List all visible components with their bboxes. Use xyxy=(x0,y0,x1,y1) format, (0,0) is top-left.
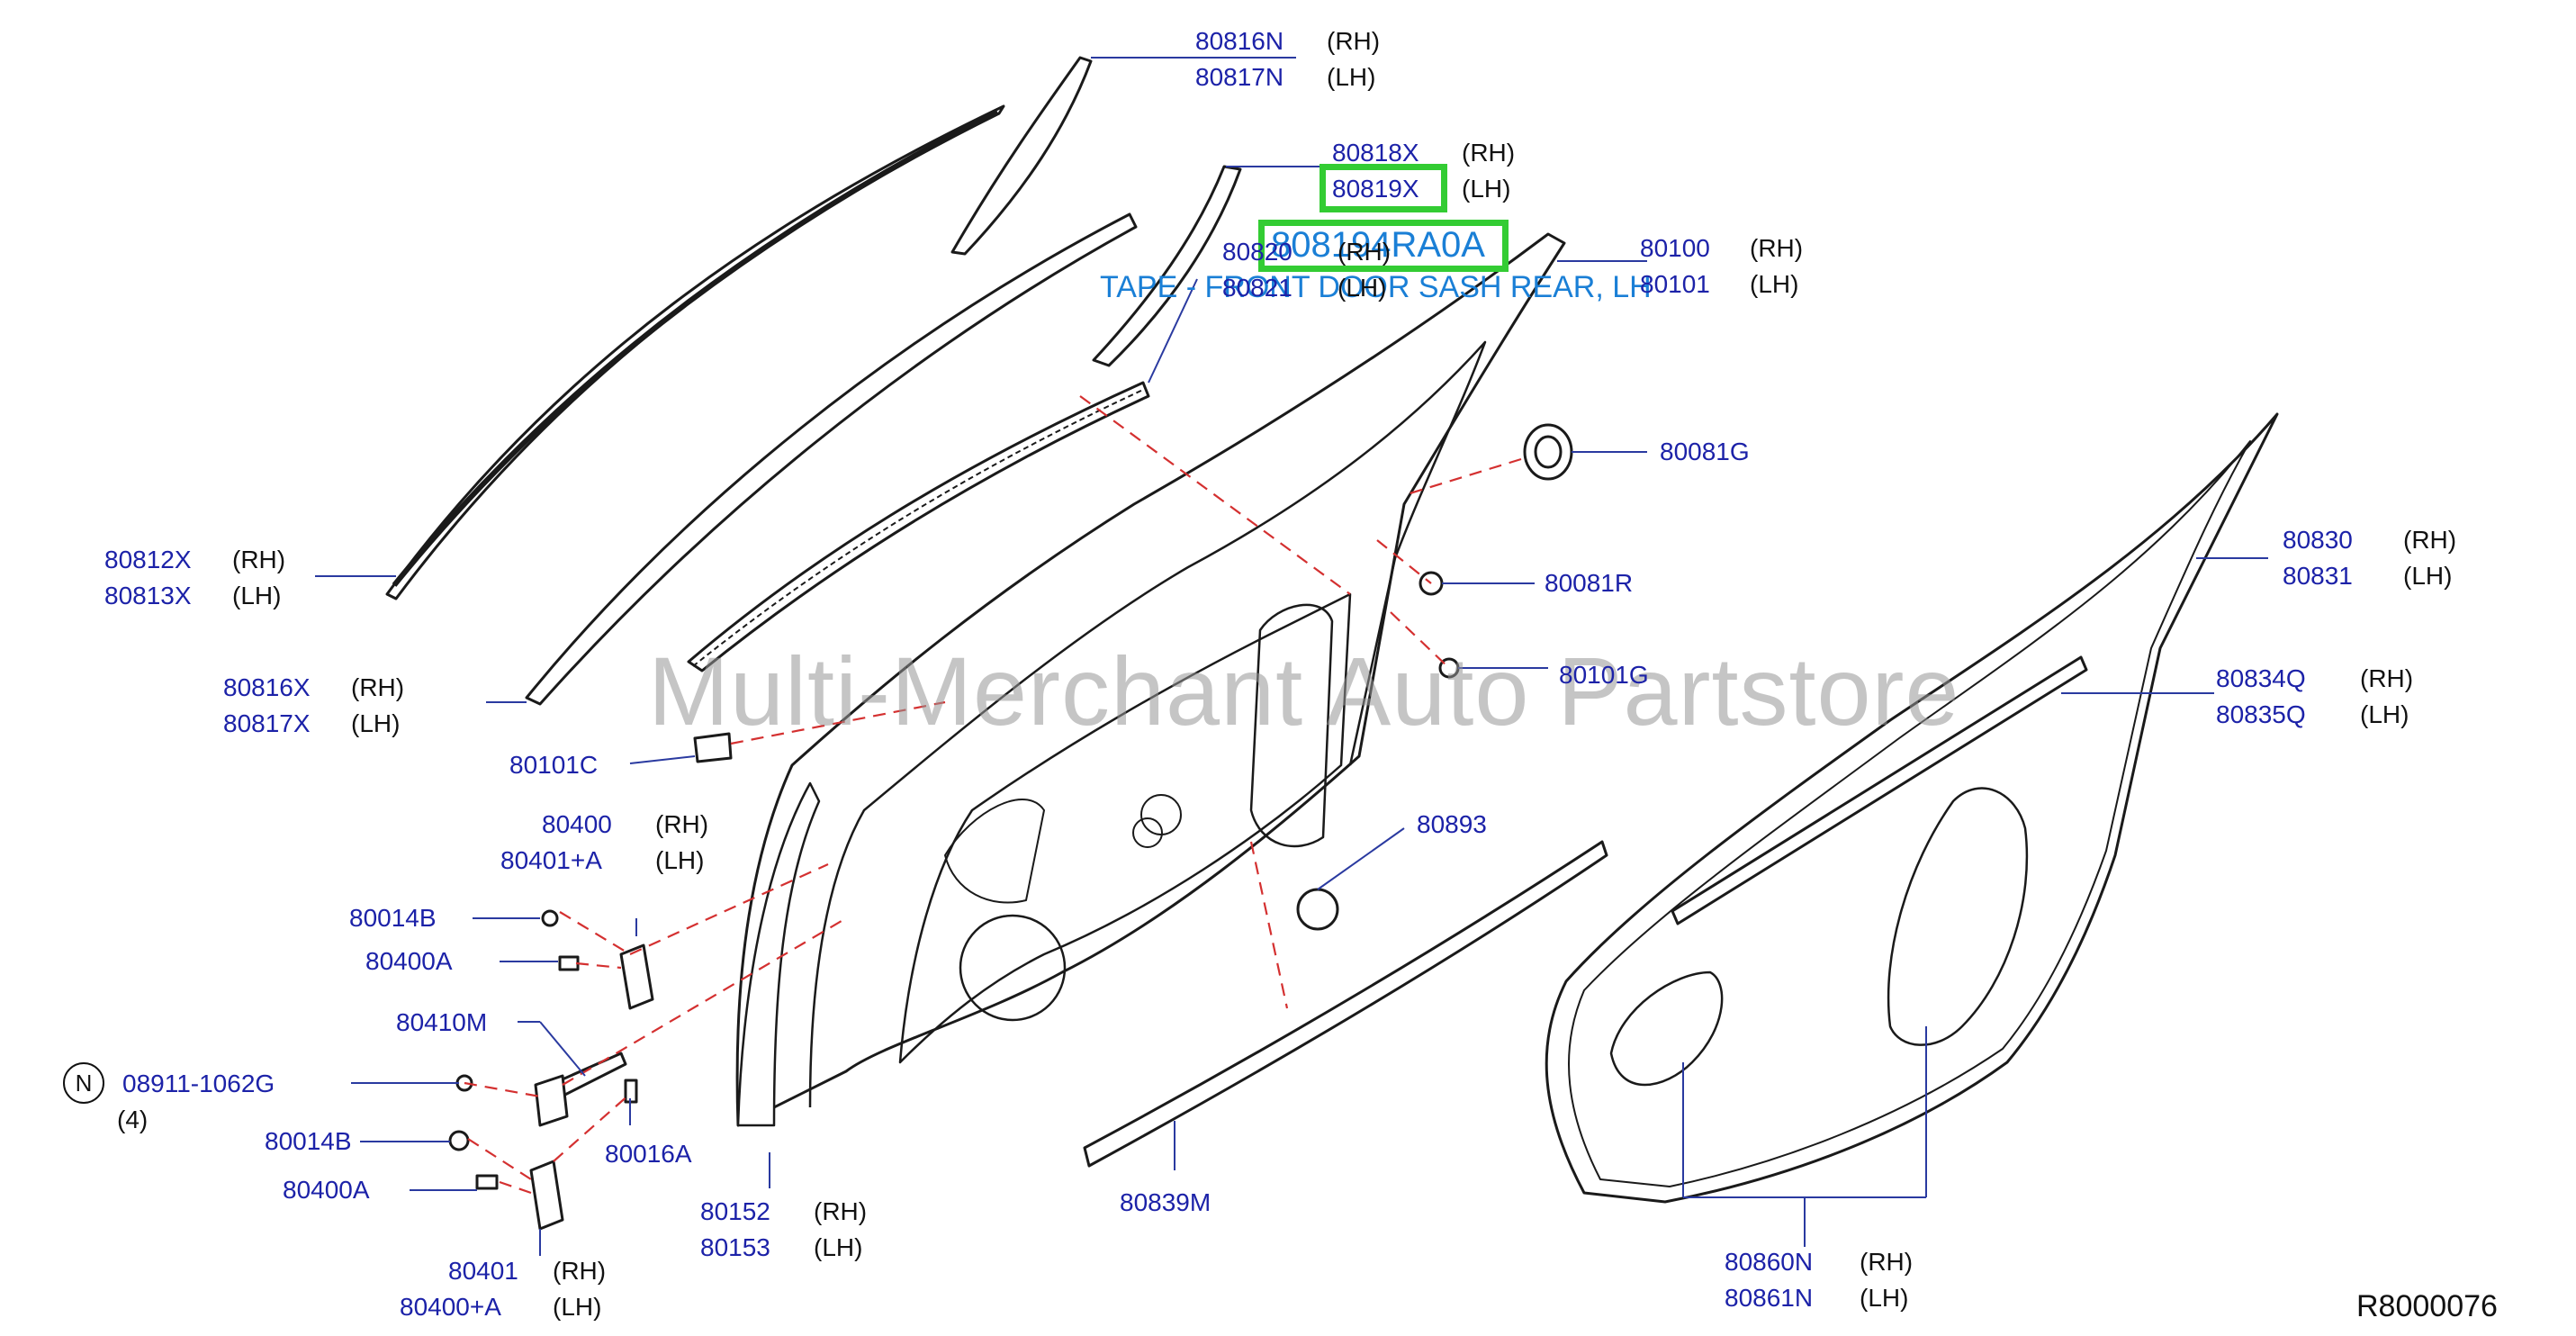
side-lh: (LH) xyxy=(1462,175,1511,203)
side-lh: (LH) xyxy=(655,846,705,874)
callout-80401a-top[interactable]: 80401+A xyxy=(500,846,602,874)
callout-80152[interactable]: 80152 xyxy=(700,1197,770,1225)
side-rh: (RH) xyxy=(2403,526,2457,554)
side-lh: (LH) xyxy=(1338,274,1387,302)
n-symbol: N xyxy=(63,1062,104,1104)
side-lh: (LH) xyxy=(1860,1284,1909,1312)
side-rh: (RH) xyxy=(232,546,286,573)
side-rh: (RH) xyxy=(1860,1248,1914,1276)
side-rh: (RH) xyxy=(655,810,709,838)
callout-80816x[interactable]: 80816X xyxy=(223,673,311,701)
callout-80860n[interactable]: 80860N xyxy=(1725,1248,1814,1276)
callout-80831[interactable]: 80831 xyxy=(2283,562,2353,590)
door-weatherstrip xyxy=(1545,412,2279,1204)
callout-80153[interactable]: 80153 xyxy=(700,1233,770,1261)
callout-80819x[interactable]: 80819X xyxy=(1332,175,1419,203)
callout-80813x[interactable]: 80813X xyxy=(104,582,192,609)
callout-80081r[interactable]: 80081R xyxy=(1545,569,1634,597)
side-lh: (LH) xyxy=(232,582,282,609)
side-rh: (RH) xyxy=(2360,664,2414,692)
side-lh: (LH) xyxy=(351,709,401,737)
callout-80861n[interactable]: 80861N xyxy=(1725,1284,1814,1312)
side-rh: (RH) xyxy=(1327,27,1381,55)
callout-80818x[interactable]: 80818X xyxy=(1332,139,1419,167)
callout-80101[interactable]: 80101 xyxy=(1640,270,1710,298)
trim-pad-rear xyxy=(1887,787,2029,1046)
callout-80401[interactable]: 80401 xyxy=(448,1257,518,1285)
side-rh: (RH) xyxy=(553,1257,607,1285)
diagram-reference-code: R8000076 xyxy=(2356,1289,2498,1323)
callout-80101c[interactable]: 80101C xyxy=(509,751,599,779)
callout-80812x[interactable]: 80812X xyxy=(104,546,192,573)
highlight-box-part-number xyxy=(1258,220,1509,272)
lower-hinge xyxy=(529,1160,564,1231)
callout-80014b-lower[interactable]: 80014B xyxy=(265,1127,352,1155)
callout-80014b-upper[interactable]: 80014B xyxy=(349,904,437,932)
callout-80100[interactable]: 80100 xyxy=(1640,234,1710,262)
callout-80410m[interactable]: 80410M xyxy=(396,1008,488,1036)
callout-80893[interactable]: 80893 xyxy=(1417,810,1487,838)
lower-sill-strip xyxy=(1083,840,1608,1168)
plug-80893 xyxy=(1296,888,1339,931)
callout-80834q[interactable]: 80834Q xyxy=(2216,664,2306,692)
highlight-box-80819x xyxy=(1320,164,1447,212)
highlight-part-number: 808194RA0A xyxy=(1271,225,1485,265)
upper-hinge xyxy=(619,943,654,1010)
side-lh: (LH) xyxy=(814,1233,863,1261)
outer-sash-molding xyxy=(385,104,1005,600)
callout-80816n[interactable]: 80816N xyxy=(1195,27,1284,55)
callout-80817n[interactable]: 80817N xyxy=(1195,63,1284,91)
side-lh: (LH) xyxy=(1327,63,1376,91)
callout-80839m[interactable]: 80839M xyxy=(1120,1188,1211,1216)
callout-80817x[interactable]: 80817X xyxy=(223,709,311,737)
grommet-80081g xyxy=(1523,423,1573,481)
side-lh: (LH) xyxy=(2403,562,2453,590)
callout-80400a-bottom[interactable]: 80400+A xyxy=(400,1293,501,1321)
side-rh: (RH) xyxy=(814,1197,868,1225)
highlight-description: TAPE - FRONT DOOR SASH REAR, LH xyxy=(1100,270,1652,304)
inner-belt-strip xyxy=(1671,655,2088,925)
callout-80400a-lower[interactable]: 80400A xyxy=(283,1176,370,1204)
callout-80101g[interactable]: 80101G xyxy=(1559,661,1649,689)
side-lh: (LH) xyxy=(1750,270,1799,298)
side-lh: (LH) xyxy=(553,1293,602,1321)
callout-80830[interactable]: 80830 xyxy=(2283,526,2353,554)
thin-vertical-strip xyxy=(1092,165,1242,367)
watermark-text: Multi-Merchant Auto Partstore xyxy=(648,636,1960,745)
upper-corner-molding xyxy=(950,56,1093,256)
side-lh: (LH) xyxy=(2360,700,2409,728)
callout-08911-1062g[interactable]: 08911-1062G xyxy=(122,1070,275,1097)
quantity-label: (4) xyxy=(117,1106,149,1133)
callout-80820[interactable]: 80820 xyxy=(1222,238,1293,266)
callout-80400[interactable]: 80400 xyxy=(542,810,612,838)
side-rh: (RH) xyxy=(1750,234,1804,262)
callout-80400a-upper[interactable]: 80400A xyxy=(365,947,453,975)
callout-80835q[interactable]: 80835Q xyxy=(2216,700,2306,728)
trim-pad-front xyxy=(1609,970,1724,1087)
side-rh: (RH) xyxy=(351,673,405,701)
callout-80821[interactable]: 80821 xyxy=(1222,274,1293,302)
door-clip xyxy=(693,732,733,763)
side-rh: (RH) xyxy=(1462,139,1516,167)
callout-80016a[interactable]: 80016A xyxy=(605,1140,692,1168)
callout-80081g[interactable]: 80081G xyxy=(1660,438,1750,465)
lower-sash-strip xyxy=(525,212,1138,706)
side-rh: (RH) xyxy=(1338,238,1392,266)
